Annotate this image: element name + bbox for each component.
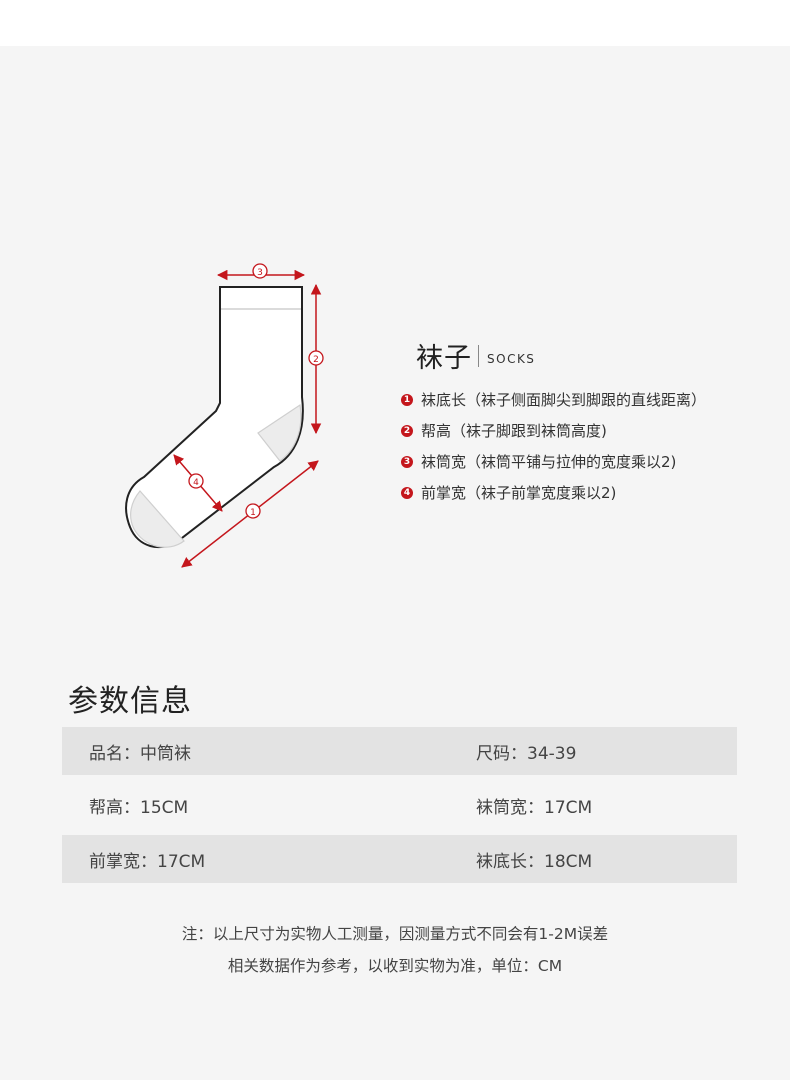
legend-item: 2 帮高（袜子脚跟到袜筒高度): [372, 415, 782, 446]
note-line-1: 注：以上尺寸为实物人工测量，因测量方式不同会有1-2M误差: [181, 925, 609, 943]
sock-diagram: 3 2 4 1: [125, 263, 324, 568]
spec-cell-left: 帮高：15CM: [89, 797, 189, 818]
legend-item: 3 袜筒宽（袜筒平铺与拉伸的宽度乘以2): [372, 446, 782, 477]
spec-section-title: 参数信息: [68, 684, 192, 719]
legend-item: 4 前掌宽（袜子前掌宽度乘以2): [372, 477, 782, 508]
measure-1-number: 1: [250, 508, 256, 518]
legend-text: 袜底长（袜子侧面脚尖到脚跟的直线距离）: [421, 391, 707, 409]
legend-title-cn: 袜子: [416, 343, 472, 374]
legend-text: 袜筒宽（袜筒平铺与拉伸的宽度乘以2): [421, 453, 677, 471]
spec-cell-right: 袜底长：18CM: [476, 851, 593, 872]
legend-list: 1 袜底长（袜子侧面脚尖到脚跟的直线距离） 2 帮高（袜子脚跟到袜筒高度) 3 …: [372, 384, 782, 508]
spec-cell-right: 尺码：34-39: [476, 743, 577, 764]
legend-badge: 3: [401, 455, 413, 468]
spec-row: 帮高：15CM 袜筒宽：17CM: [62, 781, 737, 829]
legend-badge: 2: [401, 424, 413, 437]
measure-2-badge: [308, 350, 324, 366]
toe-patch: [130, 490, 185, 548]
legend-title: 袜子 SOCKS: [416, 336, 535, 375]
measurement-notes: 注：以上尺寸为实物人工测量，因测量方式不同会有1-2M误差 相关数据作为参考，以…: [0, 918, 790, 982]
measure-3-badge: [252, 263, 268, 279]
legend-title-en: SOCKS: [487, 351, 536, 366]
measure-3-number: 3: [257, 268, 263, 278]
spec-row: 前掌宽：17CM 袜底长：18CM: [62, 835, 737, 883]
spec-table: 品名：中筒袜 尺码：34-39 帮高：15CM 袜筒宽：17CM 前掌宽：17C…: [62, 727, 737, 889]
spec-cell-right: 袜筒宽：17CM: [476, 797, 593, 818]
legend-text: 前掌宽（袜子前掌宽度乘以2): [421, 484, 617, 502]
sock-outline: [125, 286, 304, 549]
measure-1-badge: [245, 503, 261, 519]
legend-item: 1 袜底长（袜子侧面脚尖到脚跟的直线距离）: [372, 384, 782, 415]
spec-cell-left: 品名：中筒袜: [89, 743, 191, 764]
top-strip: [0, 0, 790, 46]
legend-panel: 袜子 SOCKS: [372, 212, 684, 532]
legend-badge: 4: [401, 486, 413, 499]
measure-4-number: 4: [193, 478, 199, 488]
measure-2-number: 2: [313, 355, 319, 365]
legend-badge: 1: [401, 393, 413, 406]
note-line-2: 相关数据作为参考，以收到实物为准，单位：CM: [227, 957, 563, 975]
legend-title-divider: [478, 344, 479, 367]
spec-row: 品名：中筒袜 尺码：34-39: [62, 727, 737, 775]
spec-cell-left: 前掌宽：17CM: [89, 851, 206, 872]
legend-text: 帮高（袜子脚跟到袜筒高度): [421, 422, 607, 440]
